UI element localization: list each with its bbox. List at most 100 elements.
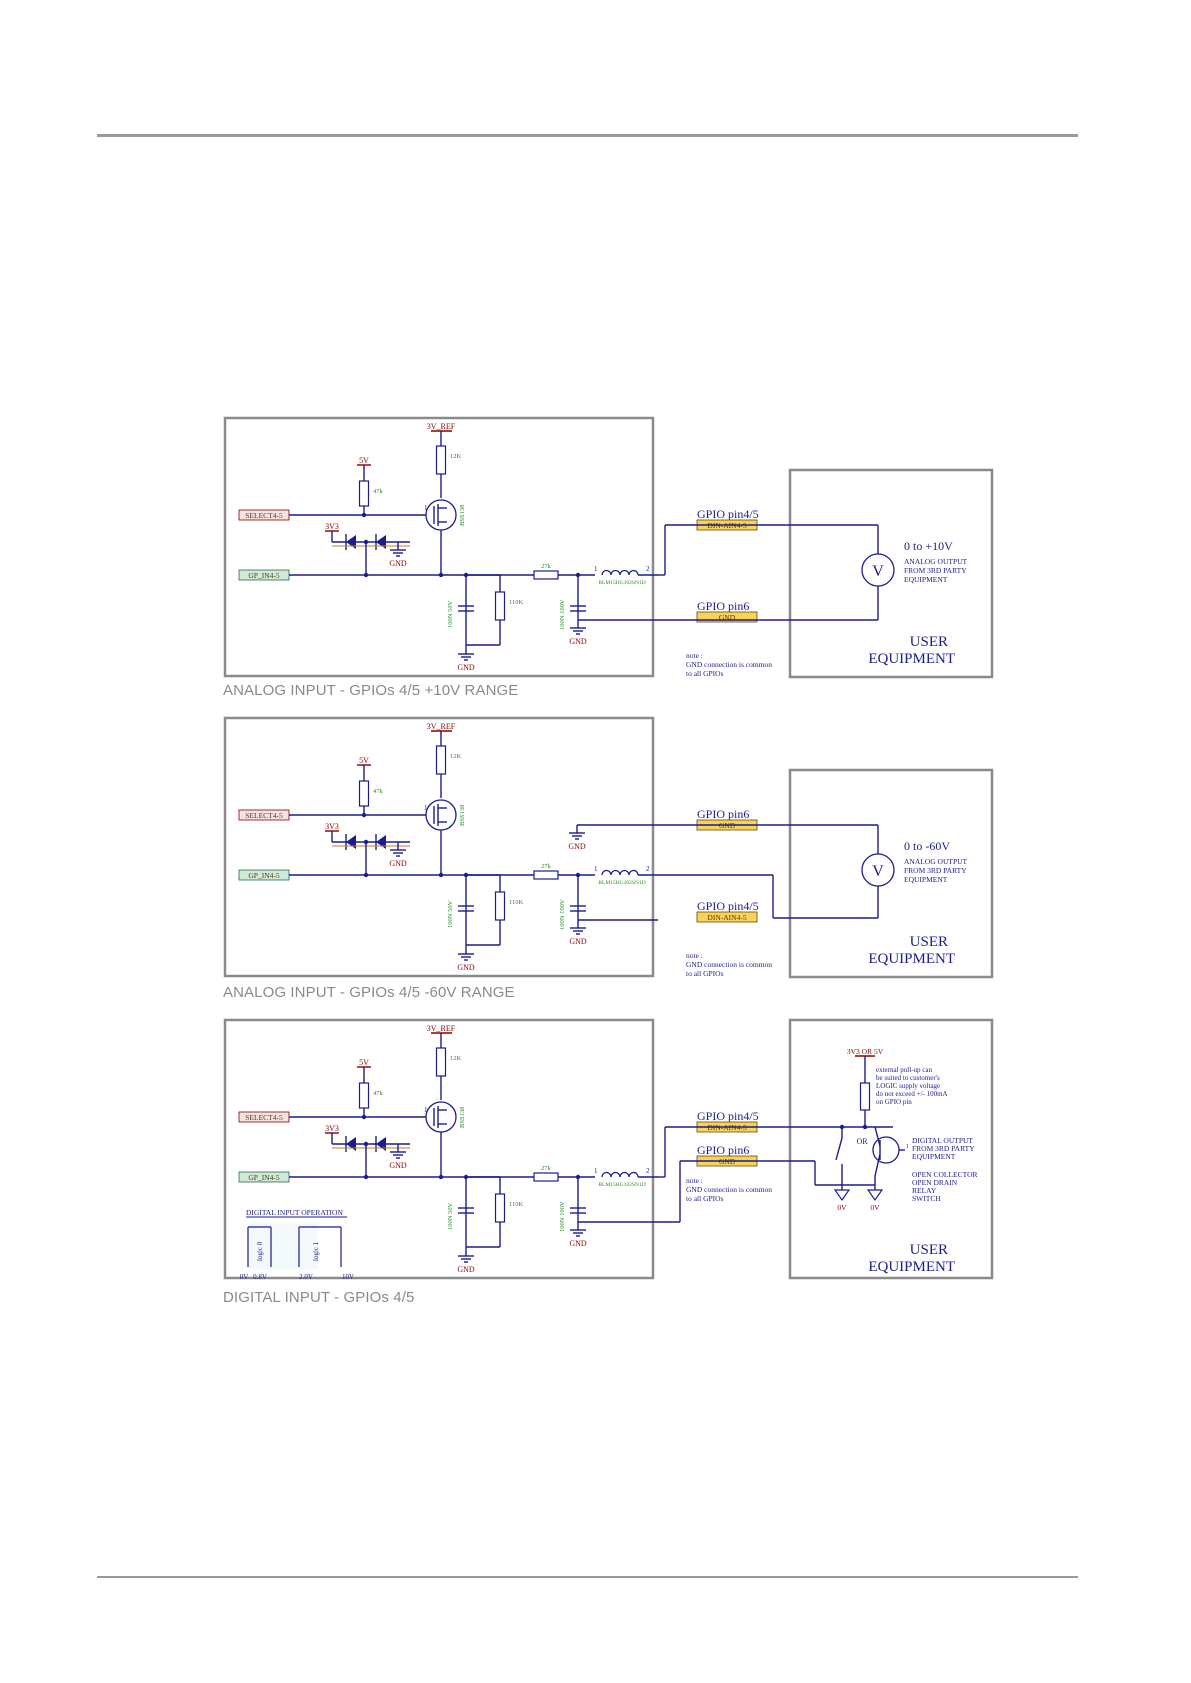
select-tag-text: SELECT4-5 bbox=[245, 1113, 283, 1122]
transistor-collector bbox=[874, 1126, 881, 1147]
inductor-coil bbox=[628, 1171, 639, 1178]
user-label: USER bbox=[910, 934, 948, 950]
inductor-pin1: 1 bbox=[594, 1167, 598, 1175]
switch-type: OPEN DRAIN bbox=[912, 1178, 958, 1187]
inset-logic1: logic 1 bbox=[312, 1241, 320, 1261]
transistor-pin: 1 bbox=[906, 1144, 909, 1150]
gpio-top-label: GPIO pin6 bbox=[697, 807, 749, 821]
diode-2 bbox=[376, 535, 386, 549]
resistor-110k-value: 110K bbox=[509, 899, 524, 906]
v3v3-label: 3V3 bbox=[325, 822, 339, 831]
inductor-coil bbox=[628, 869, 639, 876]
resistor-47k bbox=[358, 480, 370, 507]
caption-analog-60v: ANALOG INPUT - GPIOs 4/5 -60V RANGE bbox=[223, 984, 515, 1001]
mosfet-pin: 1 bbox=[424, 804, 428, 812]
equipment-label: EQUIPMENT bbox=[868, 951, 955, 967]
resistor-110k bbox=[494, 591, 506, 621]
or-label: OR bbox=[856, 1137, 868, 1146]
switch-type: RELAY bbox=[912, 1186, 937, 1195]
inductor-coil bbox=[619, 569, 630, 576]
resistor-12k bbox=[435, 1047, 447, 1077]
gnd-label: GND bbox=[568, 842, 586, 851]
vref-label: 3V_REF bbox=[427, 722, 456, 731]
junction-dot bbox=[862, 1124, 868, 1130]
note-text: to all GPIOs bbox=[686, 969, 724, 978]
note-text: GND connection is common bbox=[686, 960, 772, 969]
output-desc: EQUIPMENT bbox=[904, 875, 948, 884]
v5-label: 5V bbox=[359, 456, 369, 465]
inductor-label: BLM15HG102SN1D bbox=[598, 580, 645, 586]
resistor-47k bbox=[358, 1082, 370, 1109]
inductor-pin1: 1 bbox=[594, 565, 598, 573]
junction-dot bbox=[361, 1114, 367, 1120]
cap1-label: 100N 50V bbox=[447, 1202, 454, 1230]
v5-label: 5V bbox=[359, 756, 369, 765]
resistor-12k-value: 12K bbox=[450, 753, 462, 760]
gpio-bottom-label: GPIO pin6 bbox=[697, 1143, 749, 1157]
user-label: USER bbox=[910, 634, 948, 650]
user-label: USER bbox=[910, 1242, 948, 1258]
inset-tick: 0V bbox=[240, 1273, 249, 1281]
cap1-label: 100N 50V bbox=[447, 600, 454, 628]
gnd-label: GND bbox=[569, 1239, 587, 1248]
supply-label: 3V3 OR 5V bbox=[847, 1047, 884, 1056]
gnd-label: GND bbox=[389, 559, 407, 568]
gpio-bottom-label: GPIO pin4/5 bbox=[697, 899, 759, 913]
output-desc: FROM 3RD PARTY bbox=[904, 866, 967, 875]
equipment-label: EQUIPMENT bbox=[868, 651, 955, 667]
gpio-top-label: GPIO pin4/5 bbox=[697, 507, 759, 521]
cap2-label: 100N 100V bbox=[559, 599, 566, 630]
note-text: note : bbox=[686, 651, 703, 660]
pullup-note: be suited to customer's bbox=[876, 1074, 940, 1082]
inset-tick: 10V bbox=[342, 1273, 354, 1281]
gpio-bottom-tag-text: GND bbox=[719, 613, 736, 622]
panel-analog-10v: 3V_REF12KBSS13815V47kSELECT4-53V3GNDGP_I… bbox=[223, 416, 994, 679]
resistor-27k bbox=[533, 570, 559, 580]
inset-logic0: logic 0 bbox=[256, 1241, 264, 1261]
digital-output-desc: EQUIPMENT bbox=[912, 1152, 956, 1161]
resistor-27k bbox=[533, 870, 559, 880]
mosfet-pin: 1 bbox=[424, 1106, 428, 1114]
junction-dot bbox=[438, 1174, 444, 1180]
mosfet-bss138 bbox=[425, 799, 457, 831]
gpio-bottom-tag bbox=[696, 911, 758, 923]
transistor bbox=[872, 1136, 900, 1164]
transistor-emitter bbox=[874, 1153, 881, 1177]
ground-0v-label: 0V bbox=[870, 1203, 880, 1212]
pullup-note: on GPIO pin bbox=[876, 1098, 912, 1106]
select-tag-text: SELECT4-5 bbox=[245, 511, 283, 520]
gpio-bottom-label: GPIO pin6 bbox=[697, 599, 749, 613]
inductor-coil bbox=[601, 569, 612, 576]
resistor-27k-value: 27k bbox=[541, 563, 552, 570]
inductor-pin2: 2 bbox=[646, 865, 650, 873]
resistor-47k-value: 47k bbox=[373, 1090, 384, 1097]
gnd-label: GND bbox=[569, 937, 587, 946]
v5-label: 5V bbox=[359, 1058, 369, 1067]
v3v3-label: 3V3 bbox=[325, 1124, 339, 1133]
mosfet-label: BSS138 bbox=[459, 1107, 466, 1128]
ground-0v-label: 0V bbox=[837, 1203, 847, 1212]
ground-symbol bbox=[833, 1189, 851, 1202]
range-label: 0 to -60V bbox=[904, 839, 950, 853]
inductor-pin1: 1 bbox=[594, 865, 598, 873]
board-frame bbox=[223, 716, 655, 978]
junction-dot bbox=[363, 839, 369, 845]
resistor-12k-value: 12K bbox=[450, 453, 462, 460]
gp-in-tag-text: GP_IN4-5 bbox=[248, 571, 279, 580]
junction-dot bbox=[363, 572, 369, 578]
switch-arm bbox=[835, 1137, 843, 1161]
gpio-bottom-tag bbox=[696, 611, 758, 623]
digital-output-desc: FROM 3RD PARTY bbox=[912, 1144, 975, 1153]
junction-dot bbox=[438, 872, 444, 878]
caption-digital-input: DIGITAL INPUT - GPIOs 4/5 bbox=[223, 1289, 415, 1306]
resistor-110k bbox=[494, 891, 506, 921]
inductor-coil bbox=[601, 869, 612, 876]
junction-dot bbox=[361, 812, 367, 818]
junction-dot bbox=[363, 872, 369, 878]
panel-digital-input: 3V_REF12KBSS13815V47kSELECT4-53V3GNDGP_I… bbox=[223, 1018, 994, 1281]
caption-analog-10v: ANALOG INPUT - GPIOs 4/5 +10V RANGE bbox=[223, 682, 519, 699]
digital-output-desc: DIGITAL OUTPUT bbox=[912, 1136, 973, 1145]
resistor-12k bbox=[435, 745, 447, 775]
output-desc: ANALOG OUTPUT bbox=[904, 557, 968, 566]
resistor-47k bbox=[358, 780, 370, 807]
